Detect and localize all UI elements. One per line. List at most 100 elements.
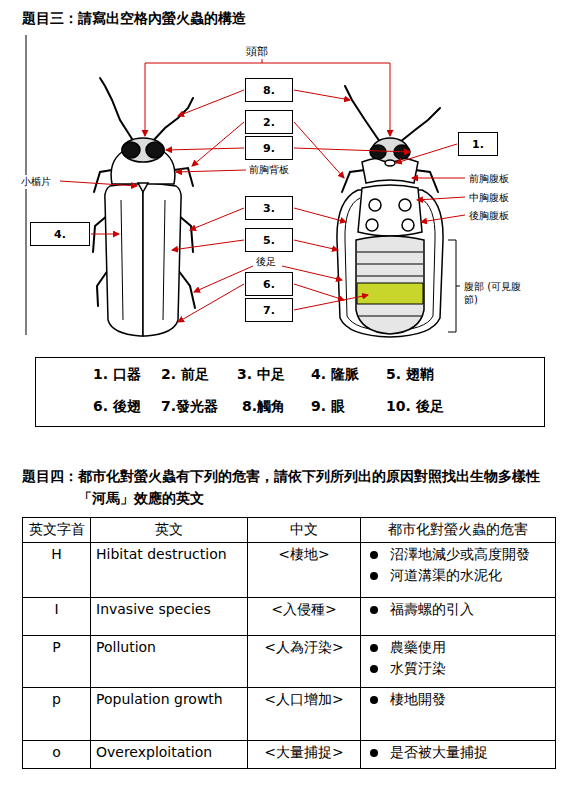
callout-box: 9. (245, 136, 293, 160)
table-cell: p (23, 688, 91, 741)
table-cell: Population growth (91, 688, 248, 741)
table-cell: Pollution (91, 636, 248, 688)
table-cell: 都市化對螢火蟲的危害 (361, 518, 556, 543)
cell-text: <人口增加> (264, 691, 343, 707)
table-cell: 中文 (248, 518, 361, 543)
heading-text: 題目四：都市化對螢火蟲有下列的危害，請依下列所列出的原因對照找出生物多樣性「河馬… (22, 468, 540, 506)
table-cell: 農藥使用水質汙染 (361, 636, 556, 688)
question-heading: 題目四：都市化對螢火蟲有下列的危害，請依下列所列出的原因對照找出生物多樣性「河馬… (22, 466, 554, 509)
table-row: o Overexploitation <大量捕捉> 是否被大量捕捉 (23, 741, 556, 769)
word-bank-item: 2. 前足 (161, 366, 209, 384)
bullet-item: 福壽螺的引入 (366, 601, 550, 619)
title-text: 題目三：請寫出空格內螢火蟲的構造 (22, 10, 246, 26)
part-name: 前胸背板 (249, 164, 289, 175)
table-cell: 福壽螺的引入 (361, 598, 556, 636)
callout-number: 3. (263, 202, 275, 215)
table-cell: P (23, 636, 91, 688)
word-bank-item: 8.觸角 (242, 398, 285, 416)
callout-box: 4. (30, 222, 90, 246)
table-row: I Invasive species <入侵種> 福壽螺的引入 (23, 598, 556, 636)
part-name: 中胸腹板 (469, 192, 509, 203)
cell-text: 都市化對螢火蟲的危害 (388, 521, 528, 537)
word-bank-item: 9. 眼 (311, 398, 345, 416)
table-cell: o (23, 741, 91, 769)
part-name: 前胸腹板 (469, 173, 509, 184)
bullet-dot (370, 572, 378, 580)
callout-box: 6. (245, 272, 293, 296)
cell-text: <棲地> (278, 546, 329, 562)
cell-text: 棲地開發 (390, 691, 446, 709)
callout-number: 9. (263, 142, 275, 155)
table-cell: <大量捕捉> (248, 741, 361, 769)
cell-text: <人為汙染> (264, 639, 343, 655)
table-row: 英文字首英文中文 都市化對螢火蟲的危害 (23, 518, 556, 543)
callout-number: 2. (263, 116, 275, 129)
callout-number: 1. (472, 138, 484, 151)
part-name: 小楯片 (21, 176, 51, 187)
table-body: 英文字首英文中文都市化對螢火蟲的危害HHibitat destruction<棲… (23, 518, 556, 769)
word-bank-item: 10. 後足 (386, 398, 444, 416)
table-cell: Overexploitation (91, 741, 248, 769)
cell-text: 是否被大量捕捉 (390, 744, 488, 762)
callout-number: 7. (263, 304, 275, 317)
worksheet-title: 題目三：請寫出空格內螢火蟲的構造 (22, 10, 246, 28)
cell-text: <大量捕捉> (264, 744, 343, 760)
data-table: 英文字首英文中文都市化對螢火蟲的危害HHibitat destruction<棲… (22, 517, 556, 769)
part-label: 腹部 (可見腹節) (463, 280, 527, 306)
word-bank-box: 1. 口器2. 前足3. 中足4. 隆脈5. 翅鞘6. 後翅7.發光器8.觸角9… (35, 357, 545, 427)
callout-number: 6. (263, 278, 275, 291)
table-cell: 英文字首 (23, 518, 91, 543)
cell-text: Population growth (96, 691, 223, 707)
part-label: 前胸腹板 (468, 172, 510, 186)
part-name: 腹部 (可見腹節) (464, 281, 521, 305)
cell-text: Invasive species (96, 601, 211, 617)
word-bank-item: 1. 口器 (93, 366, 141, 384)
bullet-dot (370, 665, 378, 673)
word-bank-item: 7.發光器 (161, 398, 218, 416)
bullet-dot (370, 644, 378, 652)
cell-text: Pollution (96, 639, 156, 655)
callout-box: 8. (245, 78, 293, 102)
cell-text: I (54, 601, 58, 617)
cell-text: 福壽螺的引入 (390, 601, 474, 619)
table-row: HHibitat destruction<棲地>沼澤地減少或高度開發河道溝渠的水… (23, 543, 556, 598)
part-label: 後足 (255, 255, 277, 269)
callout-box: 7. (245, 298, 293, 322)
table-cell: Invasive species (91, 598, 248, 636)
table-cell: <人為汙染> (248, 636, 361, 688)
cell-text: 水質汙染 (390, 660, 446, 678)
part-name: 後足 (256, 256, 276, 267)
bullet-item: 水質汙染 (366, 660, 550, 678)
cell-text: Hibitat destruction (96, 546, 227, 562)
word-bank-item: 3. 中足 (237, 366, 285, 384)
callout-number: 4. (54, 228, 66, 241)
cell-text: 英文字首 (29, 521, 85, 537)
part-name: 頭部 (246, 45, 268, 58)
bullet-item: 棲地開發 (366, 691, 550, 709)
bullet-item: 沼澤地減少或高度開發 (366, 546, 550, 564)
bullet-dot (370, 606, 378, 614)
part-label: 後胸腹板 (468, 209, 510, 223)
table-cell: 是否被大量捕捉 (361, 741, 556, 769)
cell-text: <入侵種> (271, 601, 336, 617)
cell-text: 沼澤地減少或高度開發 (390, 546, 530, 564)
table-cell: <人口增加> (248, 688, 361, 741)
table-cell: <入侵種> (248, 598, 361, 636)
cell-text: p (52, 691, 61, 707)
table-cell: 沼澤地減少或高度開發河道溝渠的水泥化 (361, 543, 556, 598)
bullet-item: 河道溝渠的水泥化 (366, 567, 550, 585)
callout-number: 8. (263, 84, 275, 97)
cell-text: 河道溝渠的水泥化 (390, 567, 502, 585)
bullet-item: 農藥使用 (366, 639, 550, 657)
callout-box: 3. (245, 196, 293, 220)
cell-text: 農藥使用 (390, 639, 446, 657)
table-cell: 棲地開發 (361, 688, 556, 741)
cell-text: o (52, 744, 61, 760)
part-name: 後胸腹板 (469, 210, 509, 221)
callout-box: 2. (245, 110, 293, 134)
table-row: P Pollution <人為汙染> 農藥使用水質汙染 (23, 636, 556, 688)
table-row: p Population growth <人口增加> 棲地開發 (23, 688, 556, 741)
callout-box: 5. (245, 228, 293, 252)
table-cell: 英文 (91, 518, 248, 543)
word-bank-item: 5. 翅鞘 (386, 366, 434, 384)
